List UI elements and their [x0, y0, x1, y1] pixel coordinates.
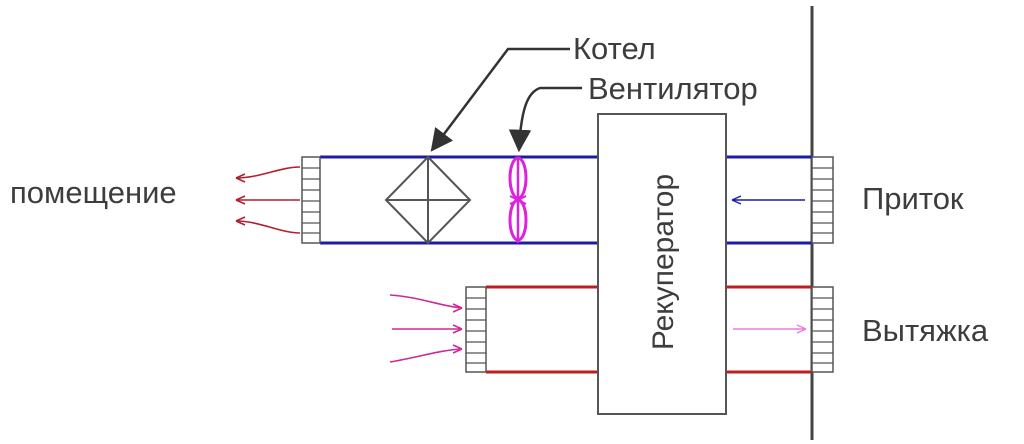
- room-outflow-arrows: [235, 166, 301, 234]
- exhaust-label: Вытяжка: [862, 313, 989, 348]
- room-label: помещение: [10, 175, 177, 210]
- boiler-leader: [430, 47, 570, 152]
- exhaust-intake-arrows: [389, 294, 463, 363]
- grille-supply-outside: [811, 156, 834, 244]
- recuperator-label: Рекуператор: [647, 174, 680, 350]
- supply-intake-arrow: [731, 195, 805, 205]
- boiler-icon: [384, 155, 472, 245]
- grille-exhaust-intake: [465, 286, 487, 373]
- fan-label: Вентилятор: [588, 71, 758, 106]
- exhaust-outflow-arrow: [733, 324, 807, 334]
- fan-leader: [508, 86, 582, 153]
- recuperator-box: [597, 113, 727, 415]
- exhaust-duct: [486, 285, 812, 374]
- fan-icon: [508, 156, 528, 243]
- grille-exhaust-outside: [811, 286, 834, 373]
- boiler-label: Котел: [573, 31, 656, 66]
- supply-label: Приток: [862, 181, 964, 216]
- supply-duct: [320, 155, 812, 245]
- grille-room: [301, 156, 321, 244]
